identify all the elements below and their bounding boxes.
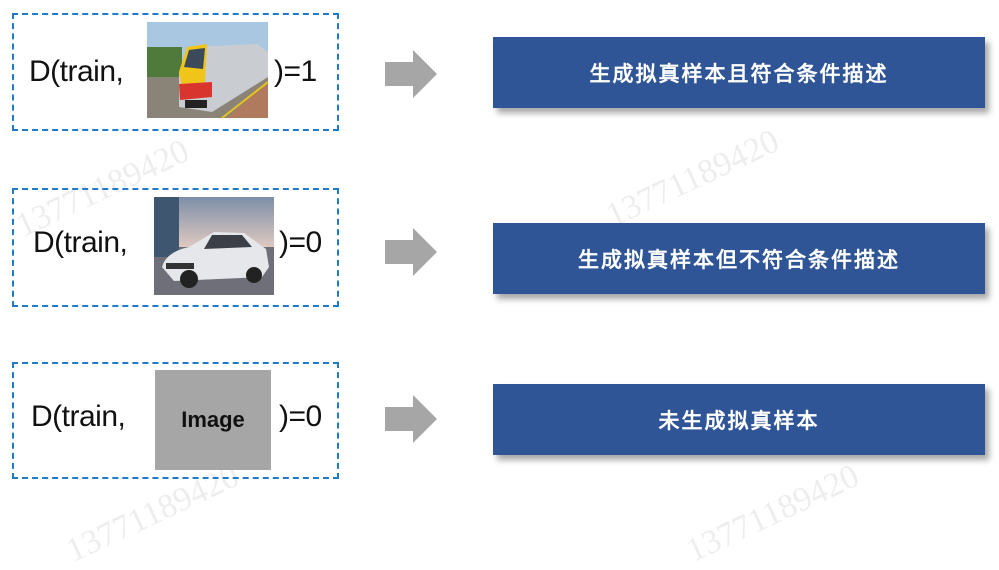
arrow-right-icon [385, 395, 437, 443]
image-placeholder: Image [155, 370, 271, 470]
expression-prefix: D(train, [33, 226, 128, 259]
expression-suffix: )=0 [279, 226, 322, 259]
expression-prefix: D(train, [31, 400, 126, 433]
discriminator-box-2 [12, 188, 339, 307]
train-image [147, 22, 268, 118]
result-box-3: 未生成拟真样本 [493, 384, 985, 455]
expression-suffix: )=1 [274, 55, 317, 88]
expression-prefix: D(train, [29, 55, 124, 88]
result-box-1: 生成拟真样本且符合条件描述 [493, 37, 985, 108]
discriminator-box-3 [12, 362, 339, 479]
arrow-right-icon [385, 50, 437, 98]
car-image [154, 197, 274, 295]
expression-suffix: )=0 [279, 400, 322, 433]
discriminator-box-1 [12, 13, 339, 131]
placeholder-label: Image [181, 407, 245, 432]
arrow-right-icon [385, 228, 437, 276]
watermark: 13771189420 [680, 457, 865, 570]
watermark: 13771189420 [600, 122, 785, 235]
result-box-2: 生成拟真样本但不符合条件描述 [493, 223, 985, 294]
